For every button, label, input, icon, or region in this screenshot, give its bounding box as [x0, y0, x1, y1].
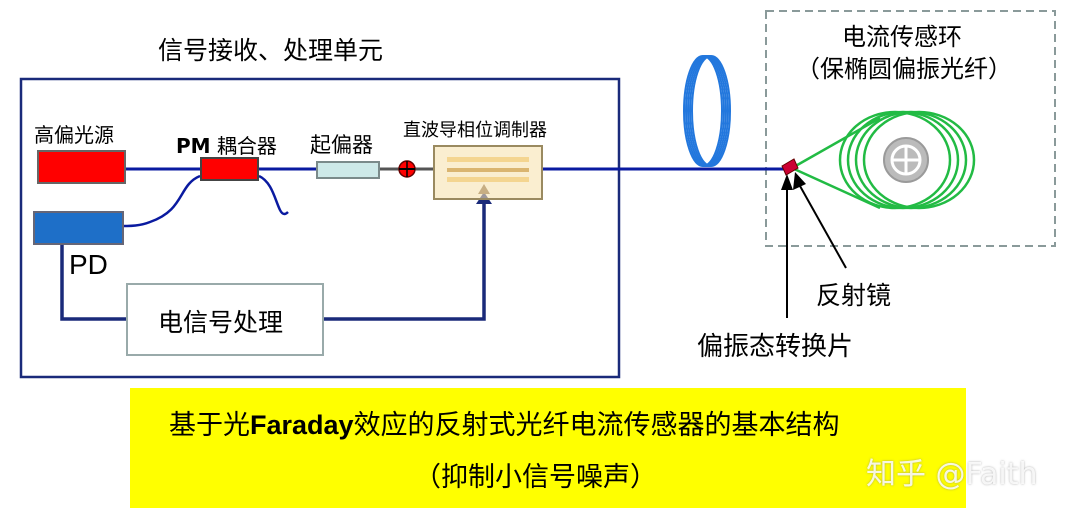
light-source-label: 高偏光源: [34, 123, 114, 147]
signal-processing-label: 电信号处理: [158, 308, 284, 337]
caption-line1: 基于光Faraday效应的反射式光纤电流传感器的基本结构: [169, 403, 840, 442]
sensor-frame: [765, 10, 1056, 247]
coupler-label: PM 耦合器: [176, 130, 277, 159]
pm-coupler-block: [200, 157, 259, 181]
unit-title: 信号接收、处理单元: [158, 36, 384, 65]
fiber-delay-coil: [683, 55, 731, 167]
sensor-title-line2: （保椭圆偏振光纤）: [796, 55, 1012, 83]
sensing-coil: [791, 110, 976, 210]
fiber-splice-symbol: [398, 160, 416, 178]
mirror-label: 反射镜: [816, 281, 892, 310]
caption-line2: （抑制小信号噪声）: [414, 462, 657, 493]
current-conductor-symbol: [883, 137, 929, 183]
photodetector-label: PD: [69, 249, 108, 280]
wire-pd-processing: [60, 245, 126, 321]
caption-line1-part1: 基于光: [169, 410, 250, 441]
wire-processing-modulator: [324, 200, 486, 321]
caption-box: 基于光Faraday效应的反射式光纤电流传感器的基本结构 （抑制小信号噪声）: [130, 388, 966, 508]
polarizer-label: 起偏器: [310, 133, 373, 157]
fiber-coupler-end: [258, 174, 289, 216]
signal-processing-box: [126, 283, 324, 356]
modulator-label: 直波导相位调制器: [403, 120, 547, 141]
arrow-mirror: [799, 185, 847, 269]
wave-plate-element: [781, 158, 799, 176]
watermark: 知乎 @Faith: [866, 457, 1038, 492]
wave-plate-label: 偏振态转换片: [697, 332, 854, 362]
sensor-title-line1: 电流传感环: [842, 23, 962, 51]
polarizer-block: [316, 161, 380, 179]
caption-line1-faraday: Faraday: [250, 410, 354, 440]
unit-frame: [19, 77, 621, 379]
light-source-block: [37, 150, 126, 184]
arrow-wave-plate-head: [781, 174, 793, 190]
fiber-coupler-pd: [123, 174, 201, 228]
caption-line1-part3: 效应的反射式光纤电流传感器的基本结构: [353, 410, 840, 441]
arrow-mirror-head: [793, 172, 806, 190]
coupler-label-prefix: PM: [176, 134, 211, 158]
photodetector-block: [33, 211, 124, 245]
phase-modulator-block: [433, 145, 543, 200]
coupler-label-suffix: 耦合器: [216, 134, 277, 158]
